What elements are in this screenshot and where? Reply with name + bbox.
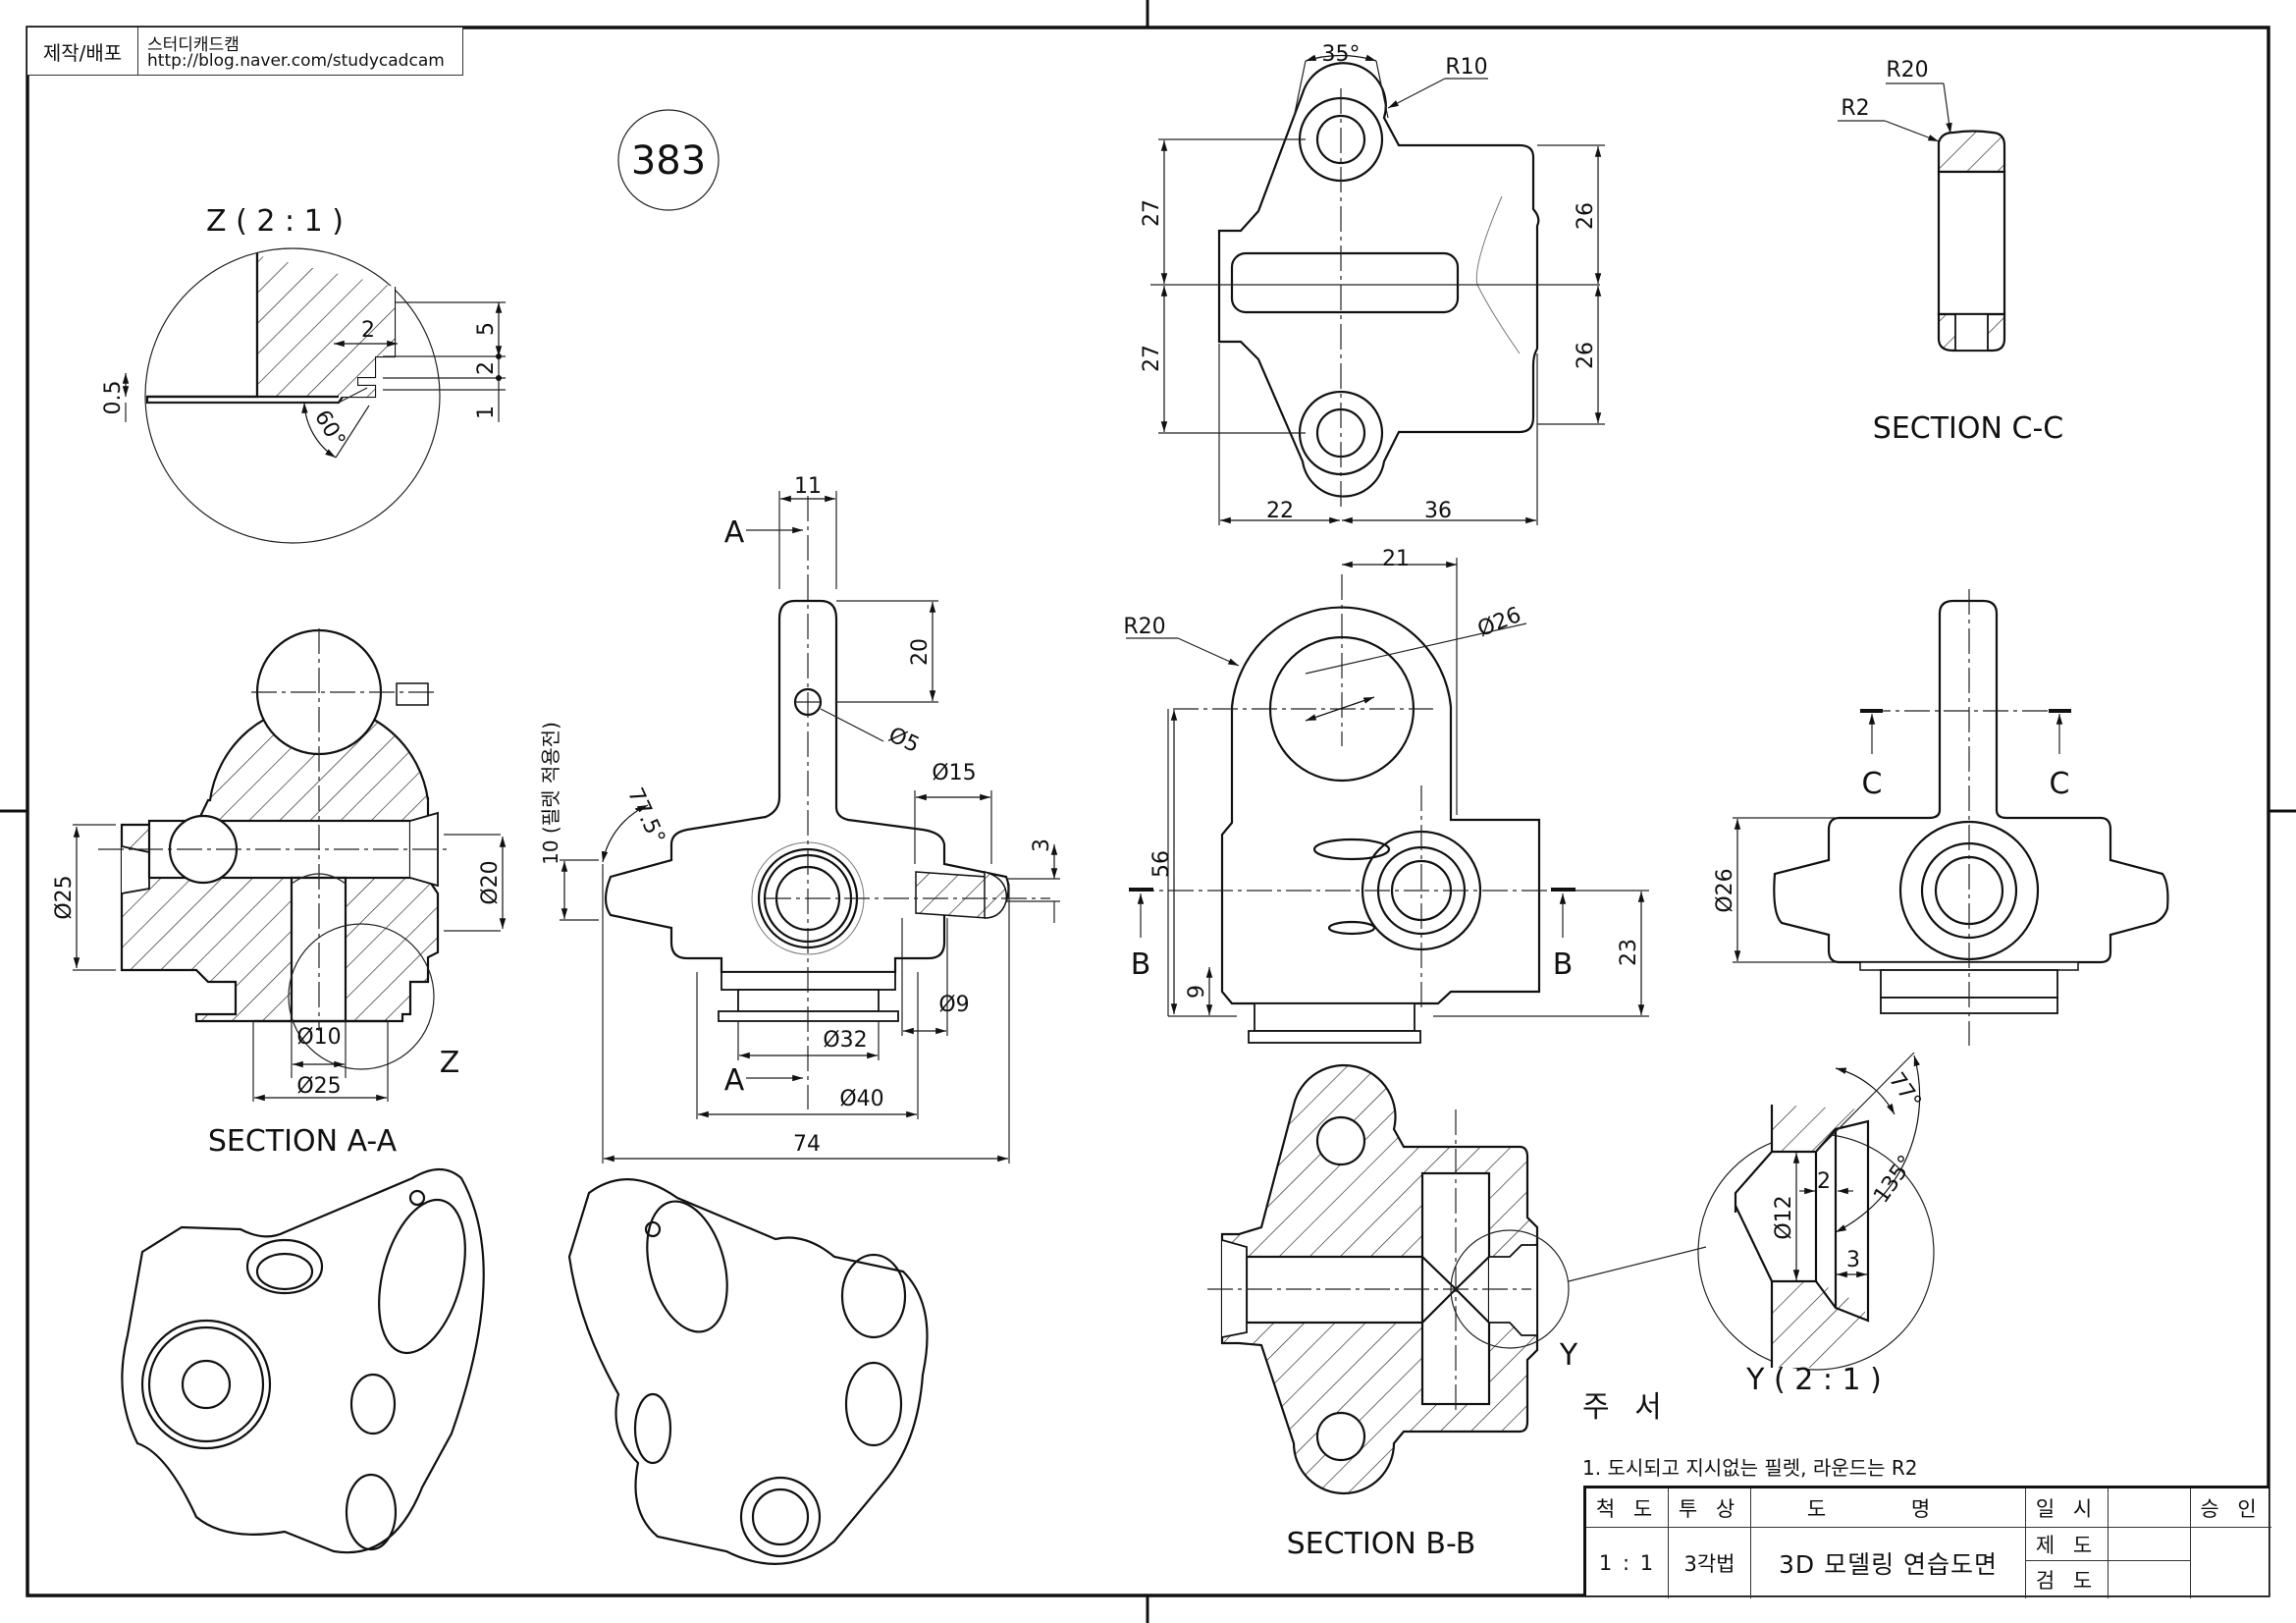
title-block-scale-value: 1 : 1 [1586,1528,1669,1598]
detail-y-dim-135: 135° [1869,1151,1919,1208]
title-block-checked-value [2109,1561,2191,1598]
title-block-name-label: 도 명 [1751,1488,2026,1528]
author-block: 제작/배포 스터디캐드캠 http://blog.naver.com/study… [27,27,463,76]
author-block-url: http://blog.naver.com/studycadcam [147,51,445,71]
drawing-number: 383 [631,138,706,184]
title-block-date-label: 일 시 [2026,1488,2109,1528]
author-block-org: 스터디캐드캠 [147,35,240,55]
notes-section: 주 서 1. 도시되고 지시없는 필렛, 라운드는 R2 [1582,1390,1917,1480]
detail-z-title: Z ( 2 : 1 ) [206,204,344,239]
top-dim-26-upper: 26 [1574,202,1598,230]
title-block-drafted-value [2109,1528,2191,1561]
detail-z-dim-2: 2 [474,361,499,375]
drawing-number-balloon: 383 [617,109,720,211]
detail-y-title: Y ( 2 : 1 ) [1745,1363,1882,1397]
isometric-view-front [121,1167,485,1554]
front-dim-overall: 74 [793,1132,821,1157]
right-view: C C Ø26 [1713,589,2169,1046]
front-dim-bore: Ø9 [938,993,969,1017]
front-view-cut-label-bottom: A [724,1063,745,1098]
section-aa-view: Ø25 Ø20 Ø10 Ø25 Z SECTION A-A [52,628,507,1159]
side-dim-dia26: Ø26 [1474,603,1524,642]
detail-z-marker: Z [440,1046,460,1080]
front-view: A A 11 20 Ø5 Ø15 3 Ø9 Ø32 Ø40 74 77.5° 1… [539,474,1060,1163]
isometric-view-rear [567,1178,929,1565]
author-block-label: 제작/배포 [27,27,138,75]
section-cc-dim-r20: R20 [1886,58,1928,82]
section-aa-dim-right-dia: Ø20 [478,860,503,904]
detail-y-dim-3: 3 [1846,1248,1860,1272]
side-dim-56: 56 [1149,850,1174,878]
section-bb-title: SECTION B-B [1287,1527,1476,1561]
front-dim-11: 11 [794,474,822,499]
title-block-drawing-name: 3D 모델링 연습도면 [1751,1528,2026,1598]
title-block-approval-label: 승 인 [2191,1488,2271,1528]
side-view-cut-label-left: B [1131,947,1151,982]
section-cc-dim-r2: R2 [1841,96,1869,121]
section-aa-dim-left-dia: Ø25 [52,875,77,919]
right-view-cut-label-right: C [2050,767,2070,801]
detail-y-dim-dia12: Ø12 [1772,1195,1796,1239]
top-dim-36: 36 [1424,499,1452,523]
section-aa-dim-bore: Ø10 [296,1025,341,1050]
title-block-checked-label: 검 도 [2026,1561,2109,1598]
top-dim-22: 22 [1266,499,1294,523]
front-dim-hole: Ø5 [884,723,923,758]
detail-z-dim-05: 0.5 [101,381,126,415]
title-block-projection-value: 3각법 [1669,1528,1751,1598]
section-cc-view: R20 R2 SECTION C-C [1838,58,2063,446]
top-dim-26-lower: 26 [1574,342,1598,369]
note-item: 1. 도시되고 지시없는 필렛, 라운드는 R2 [1582,1456,1917,1480]
side-view: B B 21 R20 Ø26 56 9 23 [1123,547,1649,1044]
side-dim-23: 23 [1617,939,1641,966]
title-block-drafted-label: 제 도 [2026,1528,2109,1561]
front-view-cut-label-top: A [724,515,745,550]
detail-z-dim-1: 1 [474,406,499,419]
front-dim-boss: Ø15 [932,761,976,785]
top-view: 35° R10 27 27 26 26 22 36 [1140,42,1605,525]
section-aa-dim-base: Ø25 [296,1074,341,1099]
side-view-cut-label-right: B [1553,947,1574,982]
title-block: 척 도 투 상 도 명 일 시 승 인 1 : 1 3각법 3D 모델링 연습도… [1583,1486,2271,1598]
front-dim-3: 3 [1030,839,1054,852]
detail-z-view: Z ( 2 : 1 ) 2 5 2 1 0.5 60° [101,204,506,544]
side-dim-21: 21 [1382,547,1410,571]
front-dim-base: Ø40 [839,1087,883,1111]
detail-z-dim-5: 5 [474,322,499,336]
detail-z-dim-width: 2 [361,318,375,343]
title-block-date-value [2109,1488,2191,1528]
front-dim-neck: Ø32 [823,1028,867,1053]
front-dim-pre-fillet: 10 (필렛 적용전) [539,722,562,865]
top-dim-27-upper: 27 [1140,199,1164,227]
section-bb-view: Y SECTION B-B [1207,1063,1707,1561]
title-block-approval-value [2191,1528,2271,1598]
front-dim-20: 20 [908,638,933,666]
top-dim-27-lower: 27 [1140,345,1164,372]
detail-y-view: 2 3 Ø12 77° 135° Y ( 2 : 1 ) [1697,1052,1935,1397]
top-dim-r10: R10 [1445,55,1487,80]
detail-y-dim-2: 2 [1817,1169,1831,1194]
title-block-scale-label: 척 도 [1586,1488,1669,1528]
right-dim-dia26: Ø26 [1713,868,1737,912]
side-dim-r20: R20 [1123,615,1165,639]
right-view-cut-label-left: C [1862,767,1883,801]
detail-y-marker: Y [1559,1338,1578,1373]
title-block-projection-label: 투 상 [1669,1488,1751,1528]
side-dim-9: 9 [1185,985,1209,999]
top-dim-angle: 35° [1322,42,1361,67]
section-cc-title: SECTION C-C [1873,411,2063,446]
notes-heading: 주 서 [1582,1390,1670,1425]
section-aa-title: SECTION A-A [208,1124,398,1159]
